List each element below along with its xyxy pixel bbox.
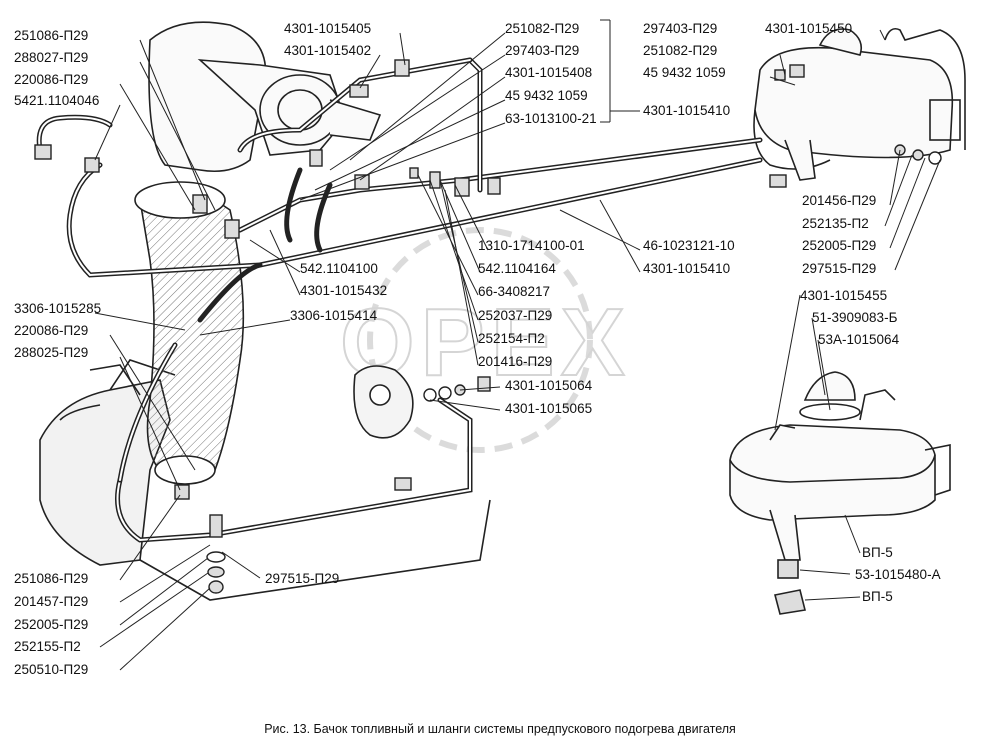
label-251082-p29-b: 251082-П29 — [643, 43, 717, 58]
label-51-3909083-b: 51-3909083-Б — [812, 310, 898, 325]
label-288027-p29: 288027-П29 — [14, 50, 88, 65]
label-220086-p29-a: 220086-П29 — [14, 72, 88, 87]
label-252135-p2: 252135-П2 — [802, 216, 869, 231]
label-3306-1015285: 3306-1015285 — [14, 301, 101, 316]
label-201456-p29: 201456-П29 — [802, 193, 876, 208]
label-288025-p29: 288025-П29 — [14, 345, 88, 360]
label-250510-p29: 250510-П29 — [14, 662, 88, 677]
label-252155-p2: 252155-П2 — [14, 639, 81, 654]
label-201457-p29: 201457-П29 — [14, 594, 88, 609]
label-251082-p29-a: 251082-П29 — [505, 21, 579, 36]
label-251086-p29-a: 251086-П29 — [14, 28, 88, 43]
figure-caption: Рис. 13. Бачок топливный и шланги систем… — [264, 722, 736, 736]
label-4301-1015402: 4301-1015402 — [284, 43, 371, 58]
leader-lines — [94, 19, 941, 671]
heater-unit — [148, 21, 382, 173]
label-251086-p29-b: 251086-П29 — [14, 571, 88, 586]
label-3306-1015414: 3306-1015414 — [290, 308, 378, 323]
label-66-3408217: 66-3408217 — [478, 284, 550, 299]
label-542-1104100: 542.1104100 — [300, 261, 378, 276]
label-201416-p29: 201416-П29 — [478, 354, 552, 369]
label-53a-1015064: 53А-1015064 — [818, 332, 900, 347]
label-4301-1015410-b: 4301-1015410 — [643, 261, 730, 276]
label-4301-1015450: 4301-1015450 — [765, 21, 852, 36]
label-4301-1015410-a: 4301-1015410 — [643, 103, 730, 118]
label-4301-1015408: 4301-1015408 — [505, 65, 592, 80]
label-297403-p29-a: 297403-П29 — [505, 43, 579, 58]
label-46-1023121-10: 46-1023121-10 — [643, 238, 735, 253]
label-220086-p29-b: 220086-П29 — [14, 323, 88, 338]
engine-block — [39, 359, 491, 601]
label-4301-1015432: 4301-1015432 — [300, 283, 387, 298]
heater-plate — [353, 365, 414, 439]
label-459432-1059-b: 45 9432 1059 — [643, 65, 726, 80]
label-vp-5-a: ВП-5 — [862, 545, 893, 560]
label-63-1013100-21: 63-1013100-21 — [505, 111, 597, 126]
label-5421-1104046: 5421.1104046 — [14, 93, 99, 108]
label-53-1015480-a: 53-1015480-А — [855, 567, 941, 582]
label-vp-5-b: ВП-5 — [862, 589, 893, 604]
label-459432-1059-a: 45 9432 1059 — [505, 88, 588, 103]
part-labels: 251086-П29 288027-П29 220086-П29 5421.11… — [14, 21, 941, 677]
label-252005-p29-b: 252005-П29 — [14, 617, 88, 632]
label-542-1104164: 542.1104164 — [478, 261, 556, 276]
label-297403-p29-b: 297403-П29 — [643, 21, 717, 36]
hoses — [36, 57, 763, 543]
label-252005-p29-a: 252005-П29 — [802, 238, 876, 253]
label-297515-p29-a: 297515-П29 — [802, 261, 876, 276]
label-297515-p29-b: 297515-П29 — [265, 571, 339, 586]
label-4301-1015405: 4301-1015405 — [284, 21, 371, 36]
fittings — [34, 59, 942, 594]
label-1310-1714100-01: 1310-1714100-01 — [478, 238, 585, 253]
label-4301-1015064: 4301-1015064 — [505, 378, 593, 393]
label-4301-1015455: 4301-1015455 — [800, 288, 887, 303]
label-252037-p29: 252037-П29 — [478, 308, 552, 323]
label-4301-1015065: 4301-1015065 — [505, 401, 592, 416]
label-252154-p2: 252154-П2 — [478, 331, 545, 346]
fuel-tank-detail — [729, 371, 951, 615]
